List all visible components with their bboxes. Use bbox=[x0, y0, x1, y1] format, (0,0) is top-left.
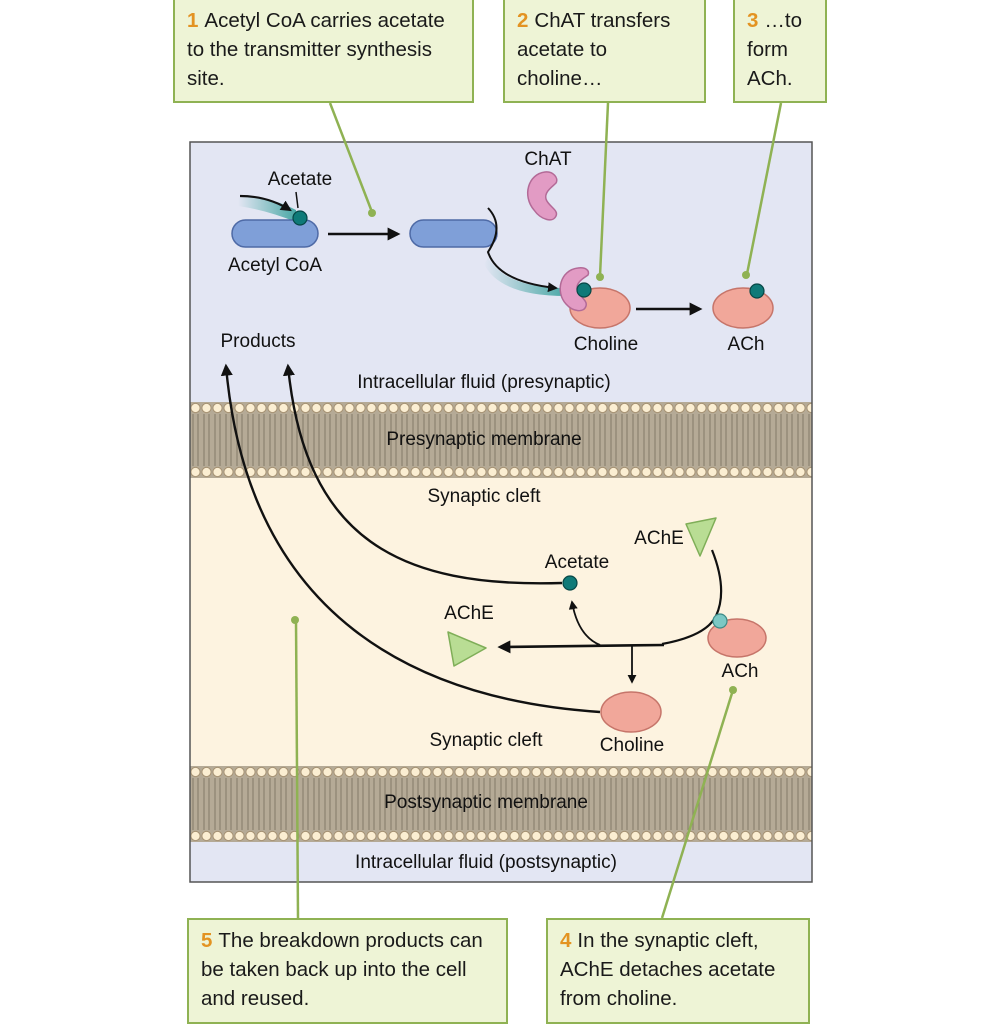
coa-molecule bbox=[409, 219, 498, 248]
acetate-molecule-cleft bbox=[562, 575, 578, 591]
acetate-group-ach bbox=[749, 283, 765, 299]
label-ach-cleft: ACh bbox=[721, 661, 759, 682]
chat-enzyme bbox=[526, 171, 558, 221]
leader-lines bbox=[294, 102, 783, 919]
label-acetyl-coa: Acetyl CoA bbox=[228, 255, 322, 276]
ach-molecule-cleft bbox=[707, 618, 767, 658]
acetate-group-top bbox=[292, 210, 308, 226]
ache-enzyme-left bbox=[447, 631, 487, 667]
label-presynaptic-membrane: Presynaptic membrane bbox=[386, 429, 582, 450]
chat-bound bbox=[559, 267, 590, 312]
postsynaptic-intracellular-fluid bbox=[190, 842, 812, 882]
label-chat: ChAT bbox=[524, 149, 572, 170]
acetate-transfer-swoosh bbox=[484, 258, 566, 296]
label-ache-left: AChE bbox=[444, 603, 494, 624]
acetate-group-cleft-ach bbox=[712, 613, 728, 629]
callout-text: …to form ACh. bbox=[747, 9, 803, 90]
callout-text: ChAT transfers acetate to choline… bbox=[517, 9, 671, 90]
callout-number: 1 bbox=[187, 9, 199, 32]
ach-molecule-top bbox=[712, 287, 774, 329]
label-intracellular-post: Intracellular fluid (postsynaptic) bbox=[355, 852, 617, 873]
acetate-pointer bbox=[295, 191, 299, 209]
ache-enzyme-top bbox=[685, 517, 717, 557]
acetyl-coa-molecule bbox=[231, 219, 319, 248]
label-synaptic-cleft-bottom: Synaptic cleft bbox=[429, 730, 543, 751]
callout-number: 4 bbox=[560, 929, 572, 952]
ache-release-arrow bbox=[497, 640, 665, 654]
acetate-transfer-arrow bbox=[486, 207, 558, 293]
choline-molecule-cleft bbox=[600, 691, 662, 733]
callout-text: The breakdown products can be taken back… bbox=[201, 929, 483, 1010]
label-acetate-cleft: Acetate bbox=[544, 552, 610, 573]
postsynaptic-membrane bbox=[190, 766, 812, 842]
label-ache-top: AChE bbox=[634, 528, 684, 549]
acetate-reuptake-arrow bbox=[282, 363, 563, 585]
label-acetate-top: Acetate bbox=[267, 169, 333, 190]
callout-number: 3 bbox=[747, 9, 759, 32]
label-choline-cleft: Choline bbox=[599, 735, 665, 756]
label-intracellular-pre: Intracellular fluid (presynaptic) bbox=[357, 372, 611, 393]
callout-number: 5 bbox=[201, 929, 213, 952]
callout-number: 2 bbox=[517, 9, 529, 32]
acetate-release-arrow bbox=[568, 600, 601, 646]
callout-step-3: 3…to form ACh. bbox=[733, 0, 827, 103]
callout-text: In the synaptic cleft, AChE detaches ace… bbox=[560, 929, 776, 1010]
label-choline-top: Choline bbox=[573, 334, 639, 355]
label-products: Products bbox=[220, 331, 296, 352]
callout-text: Acetyl CoA carries acetate to the transm… bbox=[187, 9, 445, 90]
leader-dots bbox=[291, 209, 750, 694]
acetate-swoosh-top bbox=[238, 197, 296, 222]
label-synaptic-cleft-top: Synaptic cleft bbox=[427, 486, 541, 507]
label-ach-top: ACh bbox=[727, 334, 765, 355]
diagram-frame bbox=[189, 141, 813, 883]
acetate-group-transfer bbox=[576, 282, 592, 298]
label-postsynaptic-membrane: Postsynaptic membrane bbox=[384, 792, 588, 813]
acetate-arrow-top bbox=[239, 194, 292, 212]
choline-reuptake-arrow bbox=[220, 363, 601, 714]
presynaptic-membrane bbox=[190, 402, 812, 478]
